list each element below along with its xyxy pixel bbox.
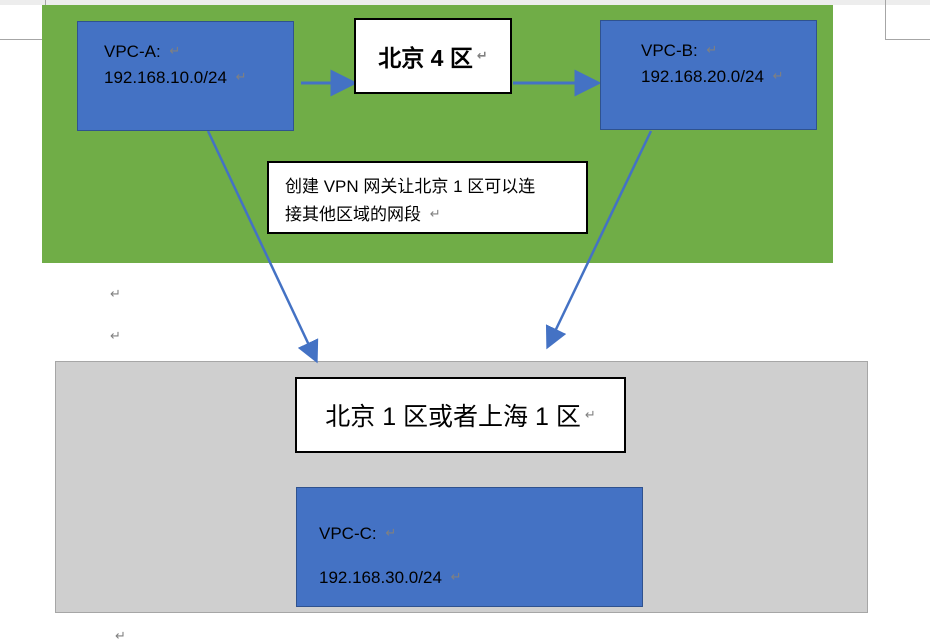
vpn-note-line-1: 创建 VPN 网关让北京 1 区可以连 xyxy=(285,177,536,196)
paragraph-mark-icon: ↵ xyxy=(772,69,784,85)
paragraph-mark-3: ↵ xyxy=(115,629,126,644)
vpc-b-cidr-line: 192.168.20.0/24 ↵ xyxy=(641,64,816,90)
vpc-b-name: VPC-B: xyxy=(641,41,698,60)
page-top-strip xyxy=(0,0,930,5)
vpc-a-name-line: VPC-A: ↵ xyxy=(104,39,293,65)
vpc-b-cidr: 192.168.20.0/24 xyxy=(641,67,764,87)
vpn-note-line-2: 接其他区域的网段 xyxy=(285,205,421,225)
vpc-c-cidr: 192.168.30.0/24 xyxy=(319,568,442,588)
beijing-zone-1-shanghai-zone-1-title-text: 北京 1 区或者上海 1 区 xyxy=(325,403,581,431)
paragraph-mark-icon: ↵ xyxy=(429,207,441,223)
beijing-zone-4-title-box[interactable]: 北京 4 区 ↵ xyxy=(354,18,512,94)
paragraph-mark-1: ↵ xyxy=(110,287,121,302)
paragraph-mark-icon: ↵ xyxy=(169,44,181,59)
margin-marker-top-right xyxy=(885,0,930,40)
beijing-zone-4-title-text: 北京 4 区 xyxy=(378,45,473,71)
vpc-a-cidr-line: 192.168.10.0/24 ↵ xyxy=(104,65,293,91)
paragraph-mark-icon: ↵ xyxy=(706,43,718,58)
vpc-c-box[interactable]: VPC-C: ↵ 192.168.30.0/24 ↵ xyxy=(296,487,643,607)
vpn-gateway-note-box[interactable]: 创建 VPN 网关让北京 1 区可以连 接其他区域的网段 ↵ xyxy=(267,161,588,234)
margin-marker-top-left xyxy=(0,0,46,40)
vpc-a-box[interactable]: VPC-A: ↵ 192.168.10.0/24 ↵ xyxy=(77,21,294,131)
beijing-zone-1-shanghai-zone-1-title-box[interactable]: 北京 1 区或者上海 1 区 ↵ xyxy=(295,377,626,453)
paragraph-mark-2: ↵ xyxy=(110,329,121,344)
vpc-c-name-line: VPC-C: ↵ xyxy=(319,512,642,556)
vpc-c-cidr-line: 192.168.30.0/24 ↵ xyxy=(319,556,642,600)
paragraph-mark-icon: ↵ xyxy=(450,570,462,586)
paragraph-mark-icon: ↵ xyxy=(235,70,247,86)
paragraph-mark-icon: ↵ xyxy=(584,407,596,423)
vpc-a-cidr: 192.168.10.0/24 xyxy=(104,68,227,88)
vpn-note-line-2-wrapper: 接其他区域的网段 ↵ xyxy=(285,201,586,229)
vpc-b-name-line: VPC-B: ↵ xyxy=(641,38,816,64)
vpc-a-name: VPC-A: xyxy=(104,42,161,61)
vpc-c-name: VPC-C: xyxy=(319,524,377,543)
paragraph-mark-icon: ↵ xyxy=(476,48,488,64)
paragraph-mark-icon: ↵ xyxy=(385,526,397,541)
vpc-b-box[interactable]: VPC-B: ↵ 192.168.20.0/24 ↵ xyxy=(600,20,817,130)
